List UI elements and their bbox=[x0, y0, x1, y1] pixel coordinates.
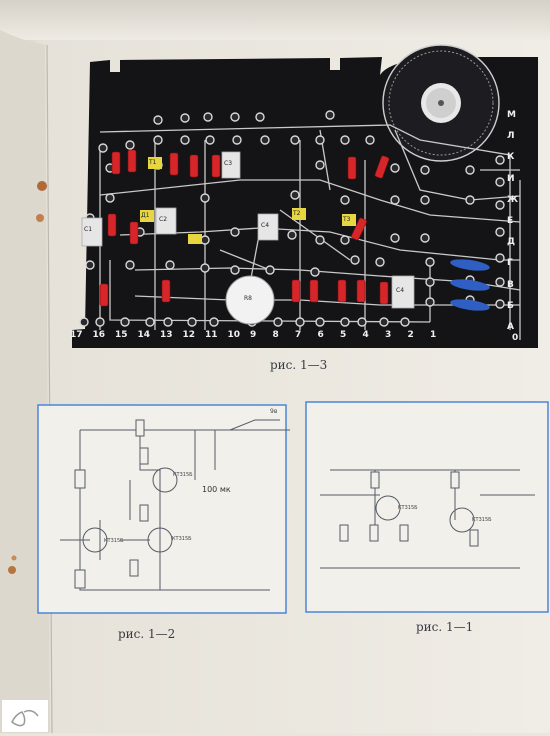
potentiometer-part bbox=[225, 275, 275, 325]
board-letter-1: Л bbox=[507, 131, 515, 142]
board-number-14: 14 bbox=[137, 330, 151, 340]
board-number-9: 9 bbox=[250, 330, 257, 340]
t1-label: T1 bbox=[149, 159, 157, 166]
board-bottom-numbers: 17 16 15 14 13 12 11 10 9 8 7 6 5 4 3 2 1 bbox=[70, 330, 440, 344]
schematic-right-caption: рис. 1—1 bbox=[416, 620, 474, 634]
c1-label: C1 bbox=[84, 226, 93, 233]
board-number-17: 17 bbox=[70, 330, 83, 340]
board-caption: рис. 1—3 bbox=[270, 358, 328, 372]
left-cap-value: 100 мк bbox=[202, 485, 231, 494]
schematic-left-figure bbox=[37, 404, 290, 614]
board-number-2: 2 bbox=[407, 330, 414, 340]
board-number-11: 11 bbox=[205, 330, 218, 340]
schematic-right-figure bbox=[305, 401, 549, 613]
schematic-left-caption: рис. 1—2 bbox=[118, 627, 176, 641]
board-number-12: 12 bbox=[182, 330, 196, 340]
t3-label: T3 bbox=[343, 216, 351, 223]
board-letter-3: И bbox=[507, 173, 515, 184]
ebay-logo-icon bbox=[2, 700, 48, 732]
circuit-board-figure bbox=[72, 44, 538, 348]
left-t2-label: КТ315Б bbox=[173, 472, 193, 478]
c4b-label: C4 bbox=[396, 287, 405, 294]
board-letter-8: В bbox=[507, 279, 514, 290]
right-t2-label: КТ315Б bbox=[472, 517, 492, 523]
t2-label: T2 bbox=[293, 210, 301, 217]
board-number-5: 5 bbox=[340, 330, 347, 340]
board-number-8: 8 bbox=[272, 330, 279, 340]
board-number-1: 1 bbox=[430, 330, 437, 340]
board-number-4: 4 bbox=[362, 330, 369, 340]
board-number-16: 16 bbox=[92, 330, 106, 340]
board-number-13: 13 bbox=[160, 330, 173, 340]
board-letter-4: Ж bbox=[507, 194, 519, 205]
board-letter-9: Б bbox=[507, 300, 514, 311]
board-letter-6: Д bbox=[507, 237, 516, 248]
board-letter-7: Г bbox=[507, 258, 513, 269]
board-number-6: 6 bbox=[317, 330, 324, 340]
c3-label: C3 bbox=[224, 160, 233, 167]
c4a-label: C4 bbox=[261, 222, 270, 229]
board-zero-label: 0 bbox=[512, 333, 519, 343]
board-number-3: 3 bbox=[385, 330, 392, 340]
board-letter-2: К bbox=[507, 152, 515, 163]
d1-label: Д1 bbox=[141, 212, 150, 219]
r8-label: R8 bbox=[244, 295, 252, 302]
board-letter-5: Е bbox=[507, 216, 514, 226]
left-t1-label: КТ315Б bbox=[104, 538, 124, 544]
board-number-10: 10 bbox=[227, 330, 241, 340]
board-number-15: 15 bbox=[115, 330, 128, 340]
left-voltage-label: 9в bbox=[270, 408, 278, 415]
board-letter-10: А bbox=[507, 322, 514, 332]
board-letter-0: М bbox=[507, 110, 516, 120]
c2-label: C2 bbox=[159, 216, 168, 223]
left-t3-label: КТ315Б bbox=[172, 536, 192, 542]
right-t1-label: КТ315Б bbox=[398, 505, 418, 511]
board-number-7: 7 bbox=[295, 330, 302, 340]
